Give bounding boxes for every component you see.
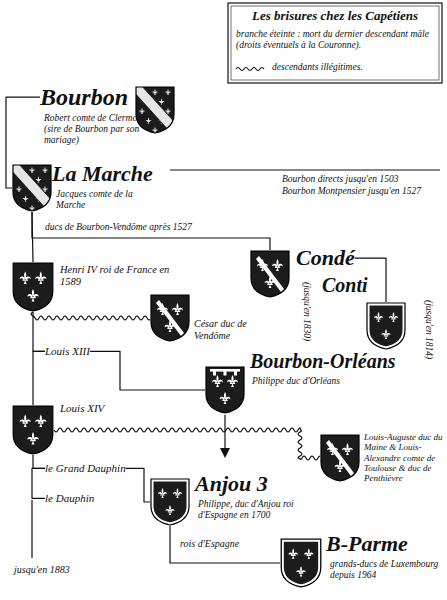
descent-line [33,455,45,468]
branch-note: Philippe, duc d'Anjou roi d'Espagne en 1… [198,499,318,521]
branch-node: La MarcheJacques comte de la Marche [12,162,156,212]
branch-note: Henri IV roi de France en 1589 [60,264,170,288]
branch-note: Philippe duc d'Orléans [252,376,362,387]
coat-of-arms [12,262,54,312]
branch-name: B-Parme [326,532,408,556]
branch-name: Conti [322,274,368,296]
legend-frame [228,3,442,83]
descent-line [32,212,270,250]
coat-of-arms [135,86,175,134]
branch-node: Louis XIV [12,402,105,455]
orleans-arrowhead [220,448,230,458]
branch-name: Bourbon-Orléans [250,350,396,372]
main-line-end [31,500,32,558]
illegitimate-line [54,428,320,460]
descent-line [90,351,205,390]
branch-note: Louis XIV [60,402,104,415]
branch-node: le Grand Dauphin [45,462,126,475]
coat-of-arms [280,538,322,588]
branch-note: Bourbon directs jusqu'en 1503 [282,174,398,185]
coat-of-arms [205,366,245,414]
illegitimate-sample [236,68,264,71]
orleans-arrow-line [224,415,225,450]
branch-note: rois d'Espagne [180,538,239,550]
branch-note: Robert comte de Clermont (sire de Bourbo… [44,113,152,146]
legend-text: descendants illégitimes. [272,62,363,73]
branch-note: le Dauphin [45,492,94,505]
coat-of-arms [12,164,52,212]
coat-of-arms [12,405,54,455]
coat-of-arms [366,302,406,350]
branch-node: Bourbon-OrléansPhilippe duc d'Orléans [205,350,396,414]
branch-name: Anjou 3 [195,472,268,496]
branch-note: jusqu'en 1883 [14,564,70,576]
illegitimate-line [31,312,150,320]
branch-node: César duc de Vendôme [150,294,276,342]
branch-note: Jacques comte de la Marche [56,189,156,211]
legend-title: Les brisures chez les Capétiens [232,9,438,23]
branch-note: Louis-Auguste duc du Maine & Louis-Alexa… [364,432,444,484]
branch-node: Louis XIII [45,345,90,358]
coat-of-arms [150,294,190,342]
branch-name: La Marche [52,162,153,186]
branch-node: Conti [322,274,406,350]
descent-line [32,468,45,498]
coat-of-arms [320,434,360,482]
descent-line [33,312,45,351]
extinction-note: (jusqu'en 1830) [301,282,312,341]
branch-node: Henri IV roi de France en 1589 [12,262,170,312]
branch-note: grands-ducs de Luxembourg depuis 1964 [330,559,442,581]
branch-node: BourbonRobert comte de Clermont (sire de… [40,84,175,146]
extinction-note: (jusqu'en 1814) [423,300,434,359]
branch-note: César duc de Vendôme [194,318,276,341]
branch-node: Louis-Auguste duc du Maine & Louis-Alexa… [320,432,444,484]
branch-note: le Grand Dauphin [45,462,126,475]
branch-node: Anjou 3 Philippe, duc d'Anjou roi d'Espag… [150,472,318,526]
coat-of-arms [250,250,290,298]
branch-node: B-Parme grands-ducs de Luxembourg depuis … [280,532,442,588]
descent-line [126,468,150,502]
extinct-branch-line [170,169,440,170]
legend-text: branche éteinte : mort du dernier descen… [236,29,436,51]
branch-name: Bourbon [40,84,128,110]
coat-of-arms [150,478,190,526]
branch-note: Louis XIII [45,345,90,358]
branch-name: Condé [296,246,355,270]
branch-node: le Dauphin [45,492,95,505]
branch-note: Bourbon Montpensier jusqu'en 1527 [282,186,421,197]
descent-line [33,351,45,405]
branch-note: ducs de Bourbon-Vendôme après 1527 [45,222,192,233]
legend-frame-inner [231,6,439,80]
descent-line [170,526,280,563]
